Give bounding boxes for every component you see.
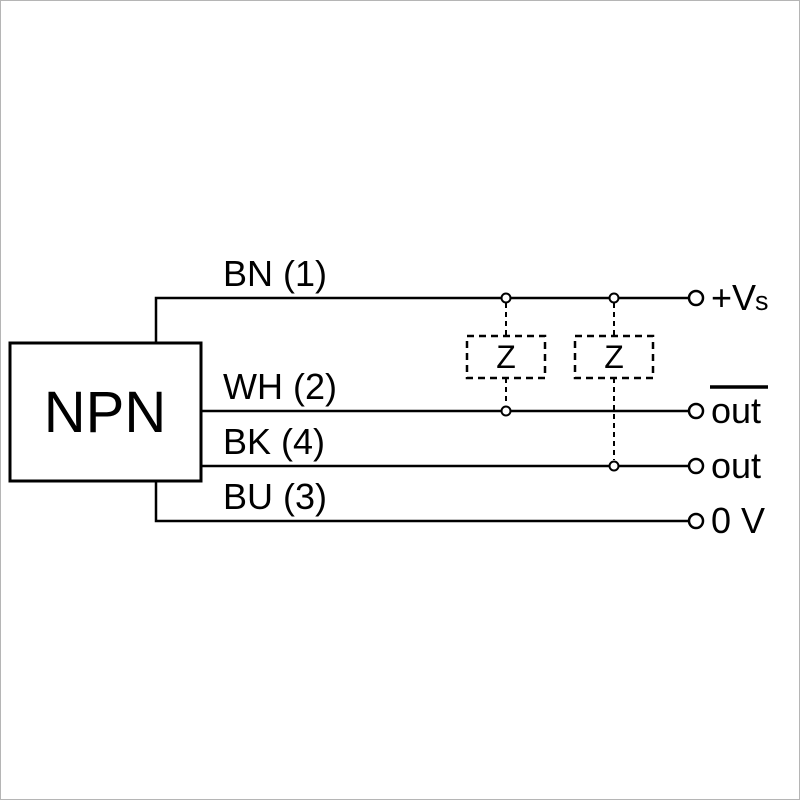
device-label: NPN: [44, 380, 166, 445]
wire-bn-label: BN (1): [223, 253, 327, 294]
load-z1-label: Z: [496, 339, 516, 375]
wire-wh-label: WH (2): [223, 366, 337, 407]
junction-out-inverted-z1: [500, 405, 512, 417]
load-z2-box: [573, 334, 655, 380]
terminal-out-circle: [687, 457, 705, 475]
terminal-supply-circle: [687, 289, 705, 307]
junction-supply-z1: [500, 292, 512, 304]
terminal-out-inverted-circle: [687, 402, 705, 420]
terminal-supply-subscript: s: [755, 286, 769, 316]
wire-bu-label: BU (3): [223, 476, 327, 517]
wire-bk-label: BK (4): [223, 421, 325, 462]
junction-supply-z2: [608, 292, 620, 304]
terminal-ground-label: 0 V: [711, 500, 765, 541]
load-z2-label: Z: [604, 339, 624, 375]
junction-out-z2: [608, 460, 620, 472]
terminal-ground-circle: [687, 512, 705, 530]
terminal-supply-label: +V: [711, 277, 756, 318]
terminal-out-label: out: [711, 445, 761, 486]
device-box: [8, 341, 203, 483]
terminal-out-inverted-label: out: [711, 390, 761, 431]
load-z1-box: [465, 334, 547, 380]
wire-bu-line: [154, 481, 689, 523]
